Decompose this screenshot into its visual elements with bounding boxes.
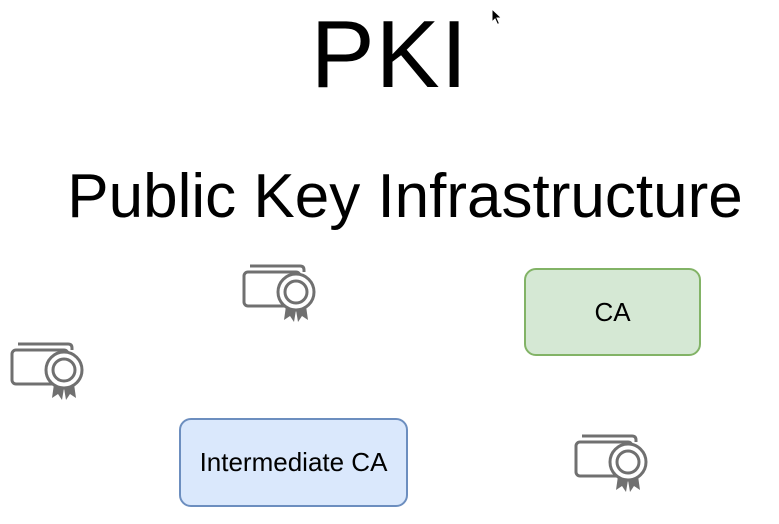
page-title: PKI — [310, 1, 469, 108]
certificate-icon[interactable] — [572, 432, 652, 496]
ca-node-label: CA — [594, 296, 631, 327]
intermediate-ca-node[interactable]: Intermediate CA — [179, 418, 408, 507]
certificate-icon[interactable] — [8, 340, 88, 404]
mouse-pointer-icon — [491, 7, 503, 26]
ca-node[interactable]: CA — [524, 268, 701, 356]
intermediate-ca-node-label: Intermediate CA — [199, 447, 388, 477]
page-subtitle: Public Key Infrastructure — [67, 162, 743, 231]
certificate-icon[interactable] — [240, 262, 320, 326]
